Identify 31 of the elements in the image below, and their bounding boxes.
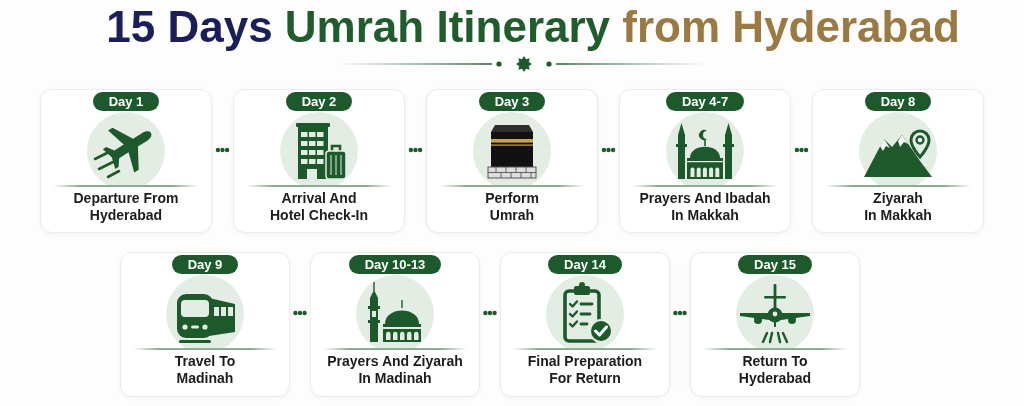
itinerary-card [500,252,670,397]
dotted-connector [480,310,500,316]
card-caption: Final Preparation For Return [527,353,643,387]
day-badge: Day 9 [171,255,239,274]
day-badge: Day 4-7 [665,92,745,111]
itinerary-card [619,89,791,233]
day-badge: Day 2 [285,92,353,111]
day-badge: Day 1 [92,92,160,111]
day-badge: Day 15 [738,255,812,274]
itinerary-card [426,89,598,233]
card-caption: Prayers And Ziyarah In Madinah [327,353,463,387]
card-caption: Prayers And Ibadah In Makkah [639,190,771,224]
card-caption: Ziyarah In Makkah [864,190,932,224]
dotted-connector [670,310,690,316]
day-badge: Day 3 [478,92,546,111]
card-caption: Departure From Hyderabad [73,190,179,224]
itinerary-card [310,252,480,397]
page-title: 15 Days Umrah Itinerary from Hyderabad [106,1,960,53]
itinerary-card [233,89,405,233]
card-caption: Arrival And Hotel Check-In [270,190,368,224]
day-badge: Day 14 [548,255,622,274]
card-caption: Perform Umrah [485,190,539,224]
itinerary-card [690,252,860,397]
itinerary-card [120,252,290,397]
day-badge: Day 10-13 [348,255,442,274]
dotted-connector [290,310,310,316]
card-caption: Return To Hyderabad [738,353,812,387]
card-caption: Travel To Madinah [174,353,236,387]
day-badge: Day 8 [864,92,932,111]
itinerary-card [812,89,984,233]
itinerary-card [40,89,212,233]
